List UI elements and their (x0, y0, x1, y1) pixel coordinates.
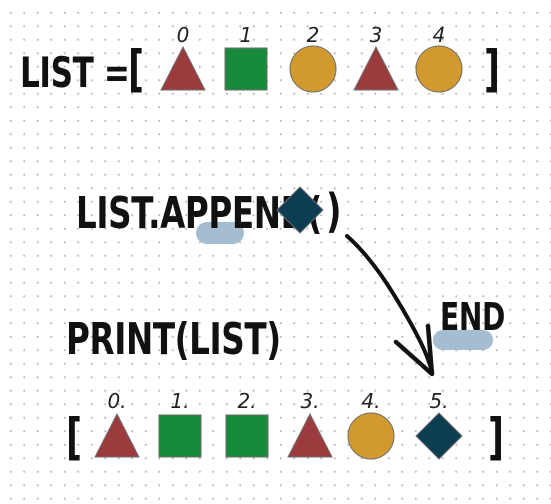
index-label: 3. (300, 389, 320, 413)
index-label: 4. (361, 389, 381, 413)
square-icon (225, 414, 269, 458)
index-label: 0 (176, 23, 190, 47)
triangle-icon (287, 412, 333, 458)
index-label: 4 (432, 23, 446, 47)
arrow-head (393, 323, 435, 377)
triangle-icon (353, 45, 399, 91)
index-label: 2. (237, 389, 257, 413)
circle-icon (289, 45, 337, 93)
square-icon (224, 47, 268, 91)
triangle-icon (94, 412, 140, 458)
index-label: 1. (170, 389, 190, 413)
index-label: 2 (306, 23, 320, 47)
end-label: END (440, 295, 505, 339)
index-label: 0. (107, 389, 127, 413)
appended-diamond-icon (276, 186, 324, 234)
index-label: 3 (369, 23, 383, 47)
open-bracket-top: [ (128, 40, 145, 98)
append-close-paren: ) (326, 184, 342, 238)
end-highlight (433, 330, 493, 350)
arrow-shaft (345, 234, 434, 374)
index-label: 5. (429, 389, 449, 413)
append-highlight (196, 222, 244, 244)
close-bracket-top: ] (484, 40, 501, 98)
diamond-icon (415, 412, 463, 460)
close-bracket-bottom: ] (488, 408, 505, 466)
circle-icon (347, 412, 395, 460)
open-bracket-bottom: [ (66, 408, 83, 466)
triangle-icon (160, 45, 206, 91)
list-assign-label: LIST = (20, 48, 130, 97)
circle-icon (415, 45, 463, 93)
print-call-label: PRINT(LIST) (66, 314, 281, 365)
index-label: 1 (239, 23, 253, 47)
square-icon (158, 414, 202, 458)
